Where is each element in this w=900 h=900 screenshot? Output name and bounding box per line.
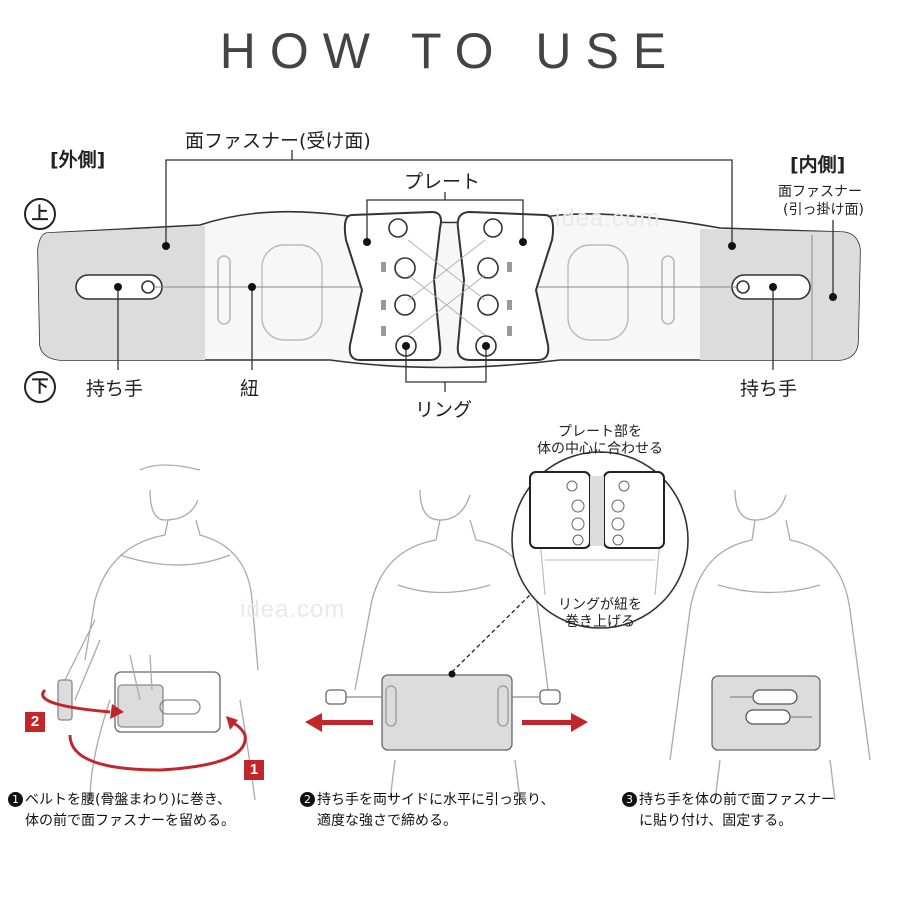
step-3-line1: 持ち手を体の前で面ファスナー — [639, 792, 835, 808]
plate-center-callout: プレート部を 体の中心に合わせる — [520, 424, 680, 458]
top-direction-label: 上 — [24, 198, 56, 230]
step-2-line1: 持ち手を両サイドに水平に引っ張り、 — [317, 792, 555, 808]
zoom-circle — [511, 451, 689, 629]
ring-cord-callout-line2: 巻き上げる — [565, 614, 635, 630]
inner-side-label: [内側] — [790, 154, 846, 176]
step-2-number: 2 — [300, 792, 315, 807]
belt-diagram — [37, 210, 861, 369]
zoom-dot — [448, 670, 456, 678]
figure-step-3 — [669, 489, 871, 801]
bottom-direction-label: 下 — [24, 371, 56, 403]
ring-label: リング — [415, 399, 473, 421]
zoom-leader — [451, 589, 536, 673]
step-3-number: 3 — [622, 792, 637, 807]
outer-side-label: [外側] — [50, 149, 106, 171]
pull-arrows — [305, 713, 588, 732]
hook-loop-receive-label: 面ファスナー(受け面) — [185, 130, 371, 152]
ring-cord-callout-line1: リングが紐を — [558, 597, 642, 613]
step-badge-2: 2 — [25, 712, 45, 732]
step-1-line2: 体の前で面ファスナーを留める。 — [25, 813, 235, 829]
watermark: idea.com — [555, 205, 661, 232]
wrap-arrows — [41, 688, 247, 772]
step-1-line1: ベルトを腰(骨盤まわり)に巻き、 — [25, 792, 231, 808]
plate-label: プレート — [404, 171, 481, 193]
figure-step-2 — [325, 489, 561, 801]
ring-cord-callout: リングが紐を 巻き上げる — [530, 597, 670, 631]
plate-center-callout-line2: 体の中心に合わせる — [537, 441, 663, 457]
cord-label: 紐 — [240, 378, 260, 400]
step-badge-1: 1 — [244, 760, 264, 780]
figure-step-1 — [57, 464, 259, 801]
step-1-number: 1 — [8, 792, 23, 807]
page-title: HOW TO USE — [219, 23, 681, 79]
hook-side-label-line1: 面ファスナー — [778, 184, 862, 200]
step-2-line2: 適度な強さで締める。 — [317, 813, 457, 829]
label-leaders — [117, 150, 834, 392]
label-dots — [114, 238, 837, 350]
handle-left-label: 持ち手 — [86, 378, 144, 400]
step-3-line2: に貼り付け、固定する。 — [639, 813, 793, 829]
handle-right-label: 持ち手 — [740, 378, 798, 400]
plate-center-callout-line1: プレート部を — [558, 424, 642, 440]
hook-side-label-line2: (引っ掛け面) — [783, 202, 864, 218]
watermark: idea.com — [240, 596, 346, 623]
